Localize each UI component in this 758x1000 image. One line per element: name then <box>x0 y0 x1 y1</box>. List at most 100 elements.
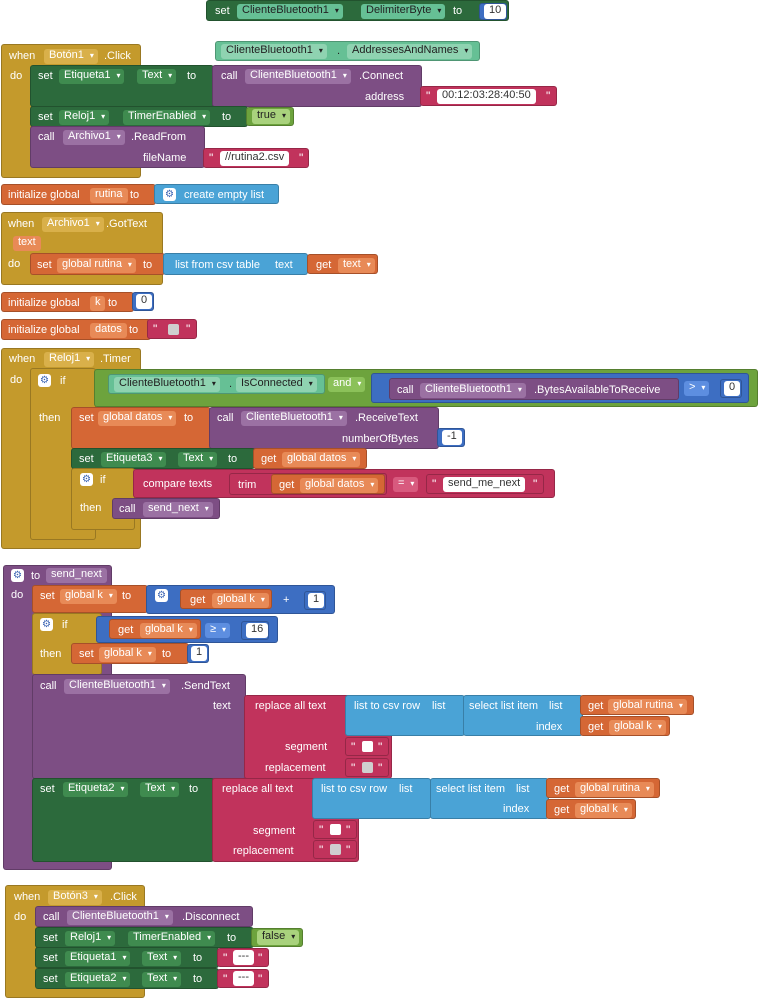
property-dropdown[interactable]: Text▾ <box>142 972 182 987</box>
create-empty-list-block[interactable]: ⚙ create empty list <box>154 184 279 204</box>
number-block[interactable]: 0 <box>720 379 742 398</box>
quote-text-field[interactable] <box>330 824 341 835</box>
text-block[interactable]: " --- " <box>217 948 269 967</box>
component-dropdown[interactable]: Botón1▾ <box>44 49 98 64</box>
component-dropdown[interactable]: ClienteBluetooth1▾ <box>245 69 351 84</box>
set-reloj1-block[interactable]: set Reloj1▾ TimerEnabled▾ to <box>30 106 248 127</box>
isconnected-getter-block[interactable]: ClienteBluetooth1▾ . IsConnected▾ <box>108 374 325 394</box>
get-global-k-block[interactable]: get global k▾ <box>109 619 201 639</box>
component-dropdown[interactable]: Archivo1▾ <box>42 217 104 232</box>
variable-name-field[interactable]: k <box>90 296 105 311</box>
component-dropdown[interactable]: Reloj1▾ <box>65 931 116 946</box>
get-global-rutina-block[interactable]: get global rutina▾ <box>580 695 694 715</box>
gear-icon[interactable]: ⚙ <box>155 589 168 602</box>
boolean-dropdown[interactable]: true▾ <box>252 109 290 124</box>
call-disconnect-block[interactable]: call ClienteBluetooth1▾ .Disconnect <box>35 906 253 927</box>
list-to-csv-row-block[interactable]: list to csv row list <box>345 695 465 736</box>
variable-dropdown[interactable]: global datos▾ <box>300 478 379 493</box>
variable-name-field[interactable]: rutina <box>90 188 128 203</box>
boolean-dropdown[interactable]: false▾ <box>257 930 300 945</box>
property-dropdown[interactable]: TimerEnabled▾ <box>123 110 211 125</box>
number-value[interactable]: 0 <box>724 381 741 396</box>
property-dropdown[interactable]: IsConnected▾ <box>236 377 317 392</box>
set-etiqueta2-block[interactable]: set Etiqueta2▾ Text▾ to <box>35 968 219 989</box>
number-block[interactable]: 16 <box>241 621 269 640</box>
operator-dropdown[interactable]: >▾ <box>684 381 710 396</box>
component-dropdown[interactable]: ClienteBluetooth1▾ <box>241 411 347 426</box>
empty-text-block[interactable]: " " <box>147 319 197 339</box>
call-sendtext-block[interactable]: call ClienteBluetooth1▾ .SendText text <box>32 674 246 779</box>
component-dropdown[interactable]: Etiqueta2▾ <box>65 972 131 987</box>
property-dropdown[interactable]: Text▾ <box>137 69 177 84</box>
component-dropdown[interactable]: Archivo1▾ <box>63 130 125 145</box>
component-dropdown[interactable]: ClienteBluetooth1▾ <box>64 679 170 694</box>
property-dropdown[interactable]: Text▾ <box>178 452 218 467</box>
variable-dropdown[interactable]: text▾ <box>338 258 375 273</box>
boolean-block[interactable]: false▾ <box>251 928 303 947</box>
empty-text-field[interactable] <box>362 762 373 773</box>
component-dropdown[interactable]: Reloj1▾ <box>44 352 95 367</box>
call-receivetext-block[interactable]: call ClienteBluetooth1▾ .ReceiveText num… <box>209 407 439 449</box>
set-etiqueta2-block[interactable]: set Etiqueta2▾ Text▾ to <box>32 778 214 862</box>
gear-icon[interactable]: ⚙ <box>40 618 53 631</box>
number-value[interactable]: 1 <box>308 593 325 608</box>
get-global-k-block[interactable]: get global k▾ <box>580 716 670 736</box>
variable-dropdown[interactable]: global rutina▾ <box>57 258 136 273</box>
component-dropdown[interactable]: ClienteBluetooth1▾ <box>237 4 343 19</box>
component-dropdown[interactable]: Reloj1▾ <box>59 110 110 125</box>
gear-icon[interactable]: ⚙ <box>11 569 24 582</box>
set-global-datos-block[interactable]: set global datos▾ to <box>71 407 211 449</box>
operator-dropdown[interactable]: =▾ <box>393 477 419 492</box>
variable-dropdown[interactable]: global k▾ <box>99 647 156 662</box>
number-value[interactable]: 0 <box>136 294 153 309</box>
text-value[interactable]: //rutina2.csv <box>220 151 290 166</box>
call-readfrom-block[interactable]: call Archivo1▾ .ReadFrom fileName <box>30 126 205 168</box>
text-block[interactable]: " 00:12:03:28:40:50 " <box>420 86 557 106</box>
variable-dropdown[interactable]: global k▾ <box>212 593 269 608</box>
quote-text-field[interactable] <box>362 741 373 752</box>
select-list-item-block[interactable]: select list item list index <box>430 778 549 819</box>
number-value[interactable]: 10 <box>484 4 507 19</box>
number-block[interactable]: -1 <box>437 428 465 447</box>
empty-text-field[interactable] <box>168 324 179 335</box>
property-dropdown[interactable]: TimerEnabled▾ <box>128 931 216 946</box>
variable-dropdown[interactable]: global rutina▾ <box>575 782 654 797</box>
event-param[interactable]: text <box>13 236 41 251</box>
procedure-dropdown[interactable]: send_next▾ <box>143 502 213 517</box>
gear-icon[interactable]: ⚙ <box>80 473 93 486</box>
property-dropdown[interactable]: Text▾ <box>142 951 182 966</box>
property-dropdown[interactable]: DelimiterByte▾ <box>361 4 446 19</box>
init-global-datos-block[interactable]: initialize global datos to <box>1 319 151 340</box>
text-value[interactable]: --- <box>233 950 254 965</box>
component-dropdown[interactable]: Botón3▾ <box>48 890 102 905</box>
empty-text-block[interactable]: " " <box>345 758 389 777</box>
set-delimiterbyte-block[interactable]: set ClienteBluetooth1▾ DelimiterByte▾ to… <box>206 0 509 21</box>
gear-icon[interactable]: ⚙ <box>38 374 51 387</box>
number-block[interactable]: 1 <box>304 591 326 610</box>
set-global-rutina-block[interactable]: set global rutina▾ to <box>30 253 165 275</box>
variable-dropdown[interactable]: global datos▾ <box>282 452 361 467</box>
get-global-k-block[interactable]: get global k▾ <box>546 799 636 819</box>
component-dropdown[interactable]: Etiqueta3▾ <box>101 452 167 467</box>
set-global-k-block[interactable]: set global k▾ to <box>71 643 189 664</box>
init-global-rutina-block[interactable]: initialize global rutina to <box>1 184 156 205</box>
property-dropdown[interactable]: AddressesAndNames▾ <box>347 44 473 59</box>
set-reloj1-block[interactable]: set Reloj1▾ TimerEnabled▾ to <box>35 927 254 948</box>
and-dropdown[interactable]: and▾ <box>328 377 366 392</box>
select-list-item-block[interactable]: select list item list index <box>463 695 583 736</box>
operator-dropdown[interactable]: ≥▾ <box>205 623 231 638</box>
text-value[interactable]: 00:12:03:28:40:50 <box>437 89 536 104</box>
call-bytesavailable-block[interactable]: call ClienteBluetooth1▾ .BytesAvailableT… <box>389 378 679 400</box>
variable-dropdown[interactable]: global datos▾ <box>98 411 177 426</box>
component-dropdown[interactable]: ClienteBluetooth1▾ <box>114 377 220 392</box>
set-etiqueta1-block[interactable]: set Etiqueta1▾ Text▾ to <box>35 947 219 968</box>
text-block[interactable]: " //rutina2.csv " <box>203 148 309 168</box>
component-dropdown[interactable]: ClienteBluetooth1▾ <box>221 44 327 59</box>
boolean-block[interactable]: true▾ <box>246 107 294 126</box>
set-etiqueta1-block[interactable]: set Etiqueta1▾ Text▾ to <box>30 65 214 107</box>
set-global-k-block[interactable]: set global k▾ to <box>32 585 148 613</box>
list-from-csv-table-block[interactable]: list from csv table text <box>163 253 308 275</box>
call-send-next-block[interactable]: call send_next▾ <box>112 498 220 519</box>
get-global-datos-block[interactable]: get global datos▾ <box>253 448 367 469</box>
variable-dropdown[interactable]: global k▾ <box>609 720 666 735</box>
